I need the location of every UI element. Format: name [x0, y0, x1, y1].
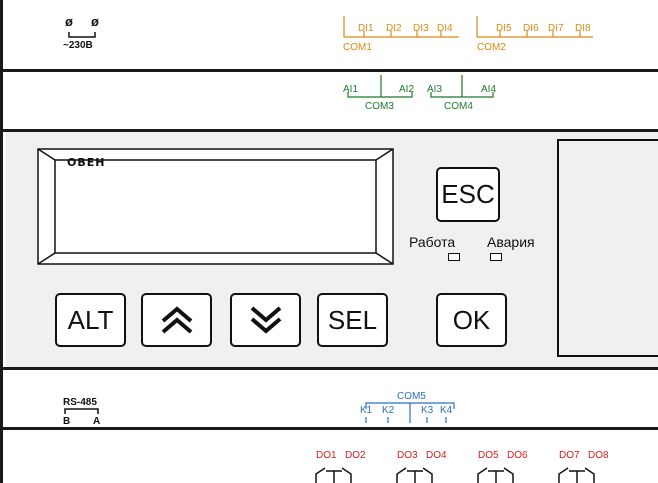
ok-button-label: OK: [452, 304, 491, 335]
esc-button[interactable]: ESC: [436, 167, 500, 222]
do5-label: DO5: [478, 450, 499, 461]
right-contour: [557, 139, 658, 357]
rs485-label: RS-485: [63, 397, 97, 408]
ai1-label: AI1: [343, 84, 359, 95]
k1-label: K1: [360, 405, 373, 416]
di2-label: DI2: [386, 23, 402, 34]
com4-label: COM4: [444, 101, 473, 112]
ai3-label: AI3: [427, 84, 443, 95]
do4-label: DO4: [426, 450, 447, 461]
com5-label: COM5: [397, 391, 426, 402]
separator-mid-top: [3, 129, 658, 132]
rs485-a-label: A: [93, 416, 101, 427]
keys-bus: [365, 402, 455, 423]
do6-label: DO6: [507, 450, 528, 461]
do2-label: DO2: [345, 450, 366, 461]
di-group2-bus: [476, 16, 593, 38]
com1-label: COM1: [343, 42, 372, 53]
power-label: ~230В: [63, 40, 93, 51]
up-button[interactable]: [141, 293, 212, 347]
separator-mid-bottom: [3, 367, 658, 370]
com3-label: COM3: [365, 101, 394, 112]
k3-label: K3: [421, 405, 434, 416]
ai-group2-bus: [430, 75, 494, 98]
brand-logo: ОВЕН: [67, 153, 141, 169]
k2-label: K2: [382, 405, 395, 416]
di-group1-bus: [343, 16, 459, 38]
wiring-overlay: [37, 16, 658, 483]
work-indicator-label: Работа: [409, 234, 456, 250]
rs485-b-label: B: [63, 416, 71, 427]
do8-label: DO8: [588, 450, 609, 461]
esc-button-label: ESC: [441, 179, 495, 209]
ai-group1-bus: [347, 75, 413, 98]
separator-top: [3, 69, 658, 72]
display-frame: [37, 148, 394, 265]
di4-label: DI4: [437, 23, 453, 34]
alarm-indicator-led: [490, 253, 502, 261]
com2-label: COM2: [477, 42, 506, 53]
do1-label: DO1: [316, 450, 337, 461]
ok-button[interactable]: OK: [436, 293, 507, 347]
ai2-label: AI2: [399, 84, 415, 95]
do3-label: DO3: [397, 450, 418, 461]
k4-label: K4: [440, 405, 453, 416]
di3-label: DI3: [413, 23, 429, 34]
di5-label: DI5: [496, 23, 512, 34]
alt-button[interactable]: ALT: [55, 293, 126, 347]
power-bracket: [68, 32, 96, 38]
double-chevron-down-icon: [250, 306, 281, 334]
rs485-bracket: [64, 408, 99, 414]
down-button[interactable]: [230, 293, 301, 347]
sel-button[interactable]: SEL: [317, 293, 388, 347]
do7-label: DO7: [559, 450, 580, 461]
double-chevron-up-icon: [161, 306, 192, 334]
alarm-indicator-label: Авария: [487, 234, 535, 250]
brand-text: ОВЕН: [67, 156, 106, 169]
alt-button-label: ALT: [67, 304, 114, 335]
power-symbol-left: ø: [65, 14, 73, 29]
power-symbol-right: ø: [91, 14, 99, 29]
di6-label: DI6: [523, 23, 539, 34]
sel-button-label: SEL: [327, 304, 378, 335]
ai4-label: AI4: [481, 84, 497, 95]
work-indicator-led: [448, 253, 460, 261]
separator-bottom: [3, 427, 658, 430]
di7-label: DI7: [548, 23, 564, 34]
relay-symbols: [315, 467, 595, 483]
di1-label: DI1: [358, 23, 374, 34]
di8-label: DI8: [575, 23, 591, 34]
